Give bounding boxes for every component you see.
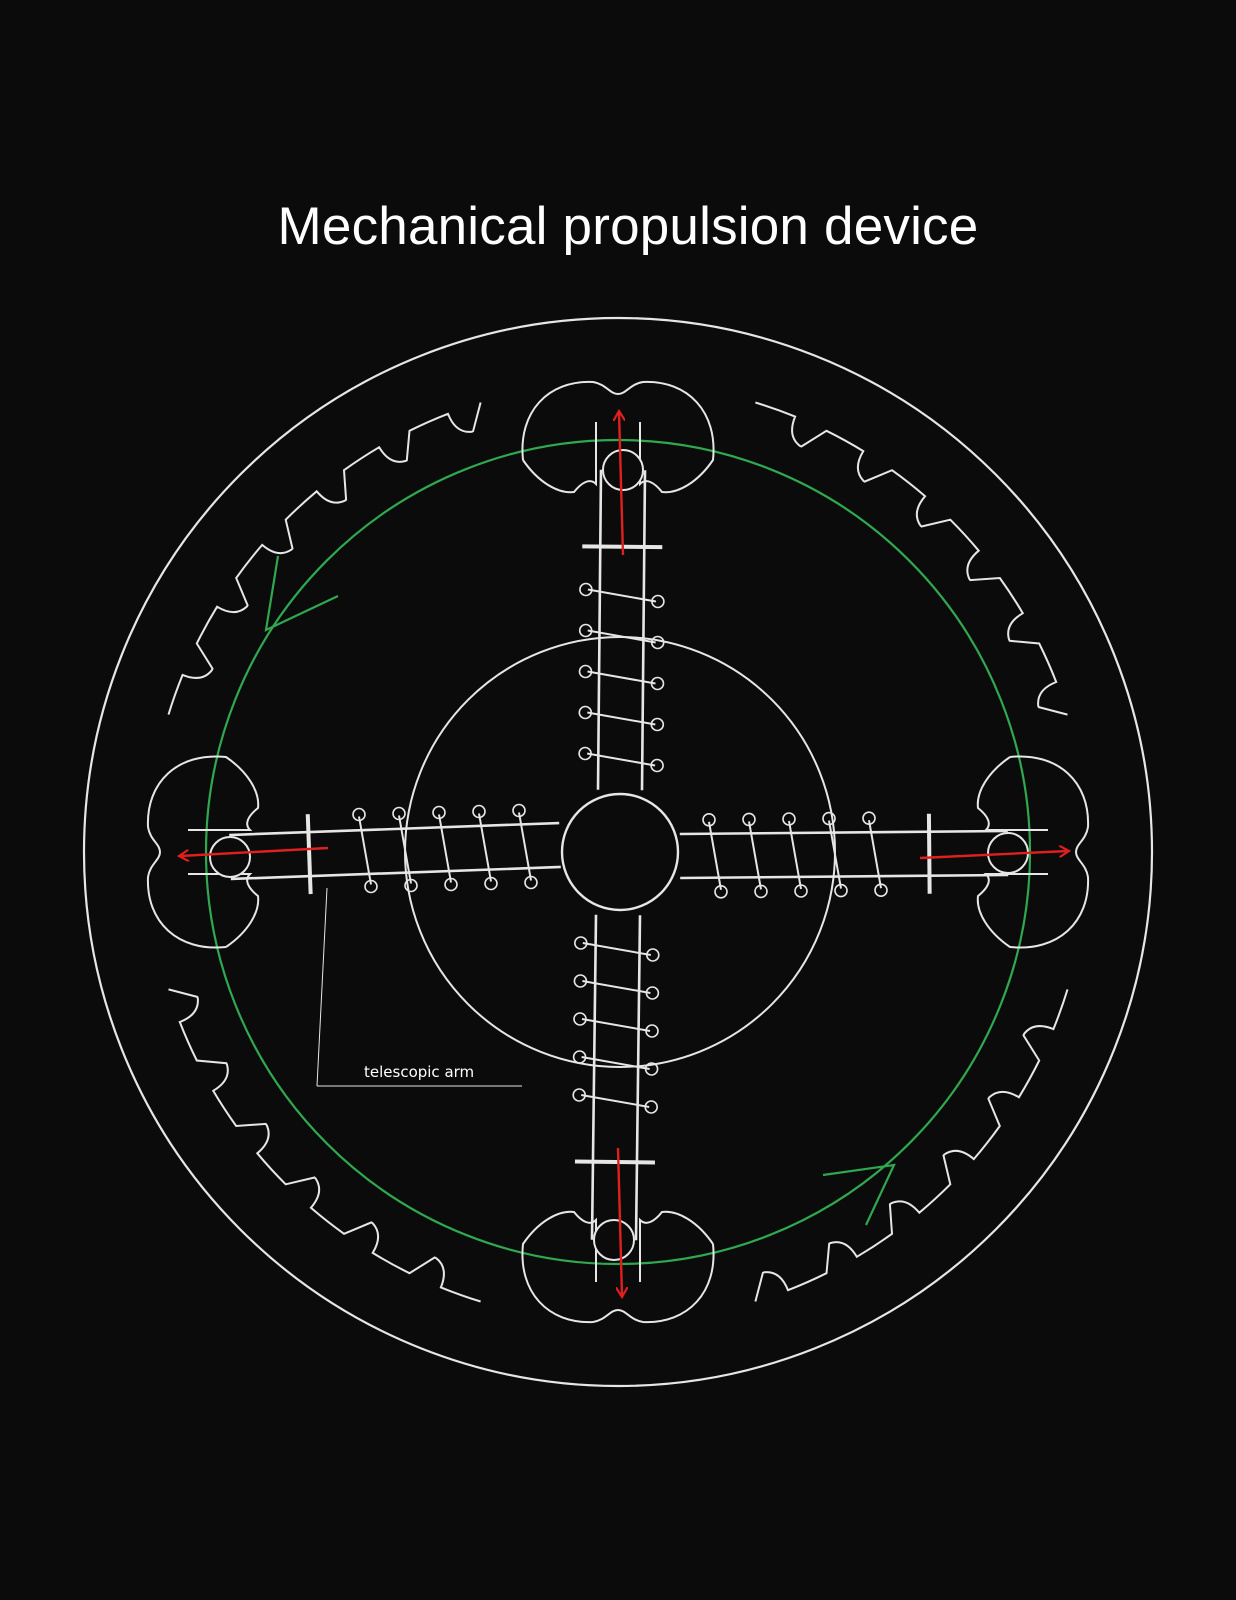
spring-coil-end: [834, 883, 848, 898]
arm-top: [596, 469, 647, 791]
spring-coil-end: [794, 884, 808, 898]
arm-springs: [352, 582, 888, 1114]
spring-coil: [587, 588, 657, 603]
spring-coil-end: [650, 758, 664, 773]
cam-lobe-outline: [976, 755, 1090, 949]
spring-coil-end: [644, 1062, 659, 1076]
callout-leader-line: [316, 887, 328, 1087]
spring-coil: [518, 812, 532, 881]
spring-coil-end: [573, 936, 588, 950]
spring-coil: [581, 1018, 651, 1032]
spring-bottom: [572, 936, 660, 1114]
cam-lobe-outline: [521, 1210, 715, 1324]
spring-coil-end: [524, 875, 538, 890]
spring-coil-end: [651, 594, 665, 609]
spring-coil-end: [578, 705, 593, 720]
spring-coil-end: [573, 974, 588, 988]
spring-coil-end: [404, 878, 418, 893]
callout-label: telescopic arm: [364, 1063, 474, 1081]
spring-coil-end: [645, 948, 660, 962]
arm-stop-plate-right: [926, 813, 932, 894]
spring-coil-end: [754, 884, 768, 899]
arm-stop-plate-left: [305, 814, 313, 895]
spring-coil-end: [364, 879, 378, 894]
spring-coil-end: [650, 717, 665, 732]
spring-right: [702, 811, 888, 899]
spring-coil-end: [573, 1012, 587, 1026]
spring-coil-end: [579, 582, 593, 597]
spring-coil: [788, 820, 802, 890]
spring-coil-end: [512, 803, 526, 818]
spring-coil: [587, 629, 656, 644]
arm-roller-left: [209, 836, 251, 878]
spring-coil-end: [650, 635, 665, 650]
spring-coil-end: [862, 811, 876, 826]
thrust-arrow-left: [180, 846, 329, 856]
spring-coil-end: [572, 1088, 587, 1102]
spring-coil: [478, 813, 492, 882]
spring-coil-end: [742, 812, 756, 827]
spring-coil: [581, 1094, 650, 1108]
central-axle: [560, 792, 680, 912]
cam-lobes: [146, 380, 1090, 1324]
spring-coil-end: [645, 986, 660, 1000]
spring-coil-end: [572, 1050, 587, 1064]
outer-housing-circle: [82, 316, 1154, 1388]
rotation-arrows: [264, 555, 896, 1226]
cam-lobe-top: [521, 380, 715, 494]
arm-left: [229, 821, 561, 881]
spring-coil-end: [702, 812, 716, 827]
spring-coil: [587, 711, 656, 726]
spring-left: [352, 803, 538, 894]
spring-coil-end: [392, 806, 406, 821]
spring-coil: [587, 670, 656, 685]
thrust-arrows: [180, 412, 1068, 1296]
spring-coil-end: [645, 1024, 659, 1038]
spring-coil: [582, 942, 651, 956]
arm-bottom: [590, 914, 642, 1241]
spring-coil-end: [444, 877, 458, 892]
spring-coil-end: [578, 746, 592, 761]
spring-coil: [708, 821, 722, 890]
diagram-title: Mechanical propulsion device: [277, 197, 979, 256]
thrust-arrow-down: [618, 1147, 622, 1296]
rotation-arrow-upper-left: [264, 555, 339, 632]
arm-right: [679, 829, 1009, 880]
spring-coil: [358, 816, 372, 885]
rotation-arrow-lower-right: [822, 1163, 896, 1226]
spring-top: [578, 582, 665, 773]
thrust-arrow-right: [919, 851, 1068, 860]
spring-coil: [748, 821, 762, 890]
spring-coil: [398, 815, 412, 884]
spring-coil-end: [352, 807, 366, 822]
spring-coil-end: [644, 1100, 659, 1114]
spring-coil-end: [484, 876, 498, 891]
spring-coil-end: [578, 664, 593, 679]
spring-coil: [828, 820, 842, 889]
thrust-arrow-up: [619, 412, 623, 556]
spring-coil-end: [782, 812, 796, 826]
cam-lobe-right: [976, 755, 1090, 949]
spring-coil: [438, 814, 452, 883]
spring-coil: [582, 980, 651, 994]
spring-coil-end: [874, 883, 888, 898]
telescopic-arm-callout: telescopic arm: [316, 887, 522, 1087]
spring-coil-end: [472, 804, 486, 819]
spring-coil: [581, 1056, 650, 1070]
cam-lobe-bottom: [521, 1210, 715, 1324]
cam-lobe-outline: [521, 380, 715, 494]
notched-cam-track: [167, 401, 1069, 1303]
arm-stop-plate-bottom: [574, 1159, 655, 1165]
spring-coil-end: [714, 884, 728, 899]
spring-coil: [586, 752, 656, 767]
arm-roller-bottom: [593, 1219, 635, 1261]
spring-coil: [868, 820, 882, 889]
spring-coil-end: [650, 676, 665, 691]
arm-roller-top: [602, 449, 644, 491]
spring-coil-end: [822, 811, 836, 826]
spring-coil-end: [432, 805, 446, 820]
spring-coil-end: [578, 623, 593, 638]
